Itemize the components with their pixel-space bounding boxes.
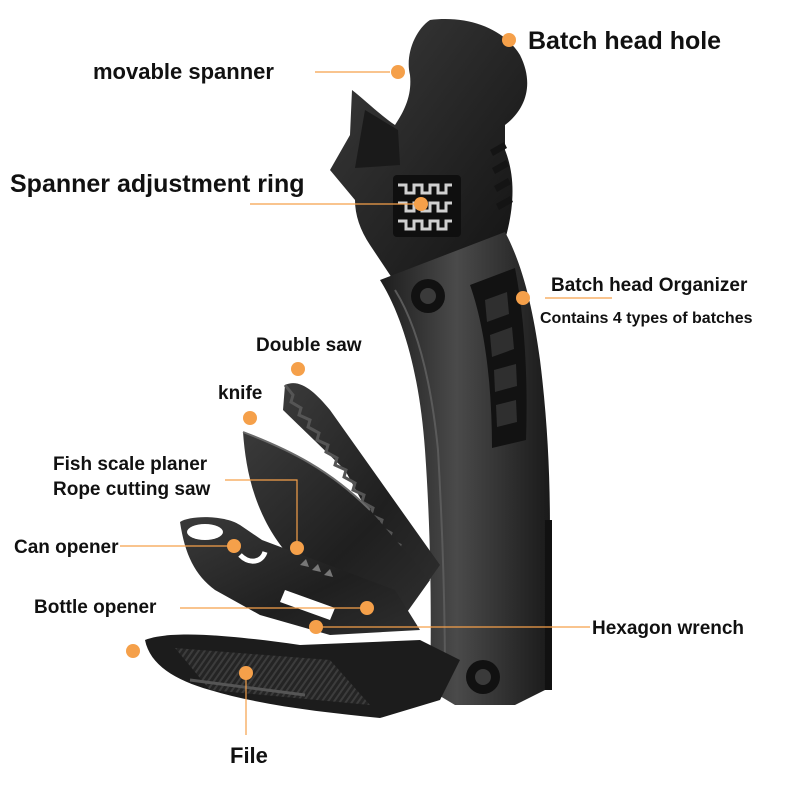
label-spanner-adjustment-ring: Spanner adjustment ring [10, 170, 305, 198]
label-batch-head-hole: Batch head hole [528, 27, 722, 55]
marker-double-saw [291, 362, 305, 376]
marker-movable-spanner [391, 65, 405, 79]
label-double-saw: Double saw [256, 335, 362, 356]
label-batch-head-organizer: Batch head Organizer [551, 275, 748, 296]
marker-can-opener [227, 539, 241, 553]
marker-knife [243, 411, 257, 425]
handle-body [380, 232, 552, 705]
marker-adjustment-ring [414, 197, 428, 211]
marker-rope-saw [290, 541, 304, 555]
label-bottle-opener: Bottle opener [34, 597, 157, 618]
label-movable-spanner: movable spanner [93, 59, 274, 84]
marker-file-tip [126, 644, 140, 658]
label-fish-scale-planer: Fish scale planer [53, 454, 208, 475]
label-file: File [230, 743, 268, 768]
label-contains-batches: Contains 4 types of batches [540, 310, 753, 327]
file-blade [145, 634, 460, 718]
marker-batch-head-hole [502, 33, 516, 47]
marker-bottle-opener [360, 601, 374, 615]
label-knife: knife [218, 383, 263, 404]
knife-blade [242, 431, 430, 615]
label-hexagon-wrench: Hexagon wrench [592, 618, 745, 639]
marker-hex-wrench [309, 620, 323, 634]
label-can-opener: Can opener [14, 537, 119, 558]
label-rope-cutting-saw: Rope cutting saw [53, 479, 211, 500]
organizer-slot [470, 268, 527, 448]
marker-organizer [516, 291, 530, 305]
marker-file [239, 666, 253, 680]
